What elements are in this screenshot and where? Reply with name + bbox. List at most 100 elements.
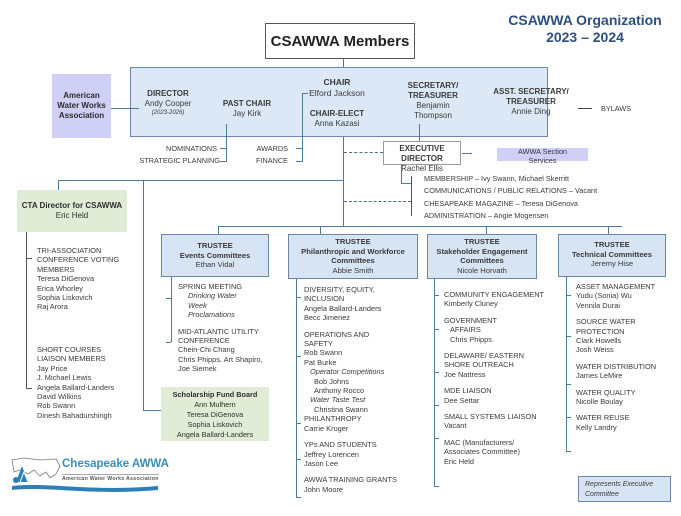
logo-name-text: Chesapeake AWWA — [62, 458, 169, 470]
list-line: Pat Burke — [304, 357, 337, 367]
scholarship-fund-box: Scholarship Fund Board Ann Mulhern Teres… — [161, 387, 269, 441]
philanthropic-committee-list: DIVERSITY, EQUITY, INCLUSION Angela Ball… — [304, 285, 397, 494]
list-line: MAC (Manufacturers/ — [444, 437, 515, 447]
chair-role: CHAIR — [323, 77, 351, 87]
connector — [26, 232, 27, 388]
connector — [220, 148, 226, 149]
strategic-planning-label: STRATEGIC PLANNING — [139, 156, 220, 165]
group-heading: LIAISON MEMBERS — [37, 354, 106, 364]
connector — [578, 108, 592, 109]
connector — [566, 417, 571, 418]
list-line: PHILANTHROPY — [304, 414, 362, 424]
services-line: Services — [528, 155, 557, 165]
list-line: Water Taste Test — [310, 395, 366, 405]
ed-item: CHESAPEAKE MAGAZINE – Teresa DiGenova — [424, 198, 578, 208]
connector — [566, 336, 571, 337]
list-line: Clark Howells — [576, 336, 622, 346]
connector — [608, 226, 609, 234]
secretary-block: SECRETARY/ TREASURER Benjamin Thompson — [400, 81, 466, 121]
cta-group-short-courses: SHORT COURSES LIAISON MEMBERS Jay Price … — [37, 345, 114, 420]
asst-secretary-role: ASST. SECRETARY/ — [493, 87, 569, 96]
cta-title: CTA Director for CSAWWA — [21, 201, 123, 210]
awwa-box: American Water Works Association — [52, 74, 111, 138]
list-line: Drinking Water — [188, 291, 237, 301]
events-committee-list: SPRING MEETING Drinking Water Week Procl… — [178, 282, 263, 374]
trustee-label: TRUSTEE — [464, 237, 500, 246]
list-line: SAFETY — [304, 339, 333, 349]
chair-elect-block: CHAIR-ELECT Anna Kazasi — [300, 109, 374, 129]
logo-graphic-icon — [11, 457, 158, 492]
list-line: DIVERSITY, EQUITY, — [304, 285, 375, 294]
trunk-connector — [343, 137, 344, 201]
member: Sophia Liskovich — [37, 293, 93, 303]
list-line: DELAWARE/ EASTERN — [444, 351, 524, 361]
connector — [166, 298, 171, 299]
connector — [343, 201, 344, 226]
trustee-committee: Technical Committees — [571, 249, 653, 259]
executive-committee-band — [130, 67, 548, 137]
awards-label: AWARDS — [256, 144, 289, 153]
connector — [111, 108, 139, 109]
chair-elect-role: CHAIR-ELECT — [309, 109, 365, 118]
connector — [401, 165, 402, 183]
connector — [566, 277, 567, 451]
list-line: Chris Phipps — [450, 334, 492, 344]
director-block: DIRECTOR Andy Cooper (2023-2026) — [138, 89, 198, 117]
connector — [171, 277, 172, 342]
list-line: AWWA TRAINING GRANTS — [304, 475, 397, 485]
list-line: MID-ATLANTIC UTILITY — [178, 326, 259, 336]
connector — [434, 329, 439, 330]
list-line: Rob Swann — [304, 348, 343, 358]
past-chair-block: PAST CHAIR Jay Kirk — [215, 99, 279, 119]
trustee-committee: Events Committees — [179, 250, 251, 260]
past-chair-name: Jay Kirk — [232, 109, 262, 118]
past-chair-role: PAST CHAIR — [222, 99, 272, 108]
connector — [166, 342, 171, 343]
group-heading: TRI-ASSOCIATION — [37, 246, 102, 255]
executive-director-box: EXECUTIVE DIRECTOR Rachel Ellis — [383, 141, 461, 173]
trustee-label: TRUSTEE — [335, 237, 371, 246]
connector — [26, 258, 32, 259]
director-name: Andy Cooper — [144, 99, 192, 108]
member: Teresa DiGenova — [186, 410, 244, 419]
member: Angela Ballard-Landers — [176, 430, 254, 439]
cta-group-tri-association: TRI-ASSOCIATION CONFERENCE VOTING MEMBER… — [37, 246, 119, 312]
list-line: John Moore — [304, 484, 344, 494]
connector — [296, 356, 301, 357]
connector — [434, 279, 435, 486]
cta-director-box: CTA Director for CSAWWA Eric Held — [17, 190, 127, 232]
list-line: Angela Ballard-Landers — [304, 303, 382, 313]
connector — [434, 372, 439, 373]
list-line: INCLUSION — [304, 294, 345, 304]
list-line: ASSET MANAGEMENT — [576, 282, 656, 291]
legend-line: Committee — [585, 490, 619, 498]
connector — [411, 176, 412, 216]
trustee-name: Ethan Vidal — [195, 260, 235, 270]
list-line: Week — [188, 300, 207, 310]
connector — [58, 180, 344, 181]
connector — [343, 59, 344, 67]
list-line: Joe Siemek — [178, 364, 217, 374]
list-line: Carrie Kruger — [304, 423, 349, 433]
trustee-label: TRUSTEE — [594, 240, 630, 249]
list-line: AFFAIRS — [450, 325, 481, 335]
executive-director-role: EXECUTIVE DIRECTOR — [399, 144, 445, 163]
secretary-name: Thompson — [414, 111, 452, 120]
chair-block: CHAIR Elford Jackson — [300, 77, 374, 98]
trustee-philanthropic-box: TRUSTEE Philanthropic and Workforce Comm… — [288, 234, 418, 279]
list-line: GOVERNMENT — [444, 315, 497, 325]
connector — [486, 226, 487, 234]
technical-committee-list: ASSET MANAGEMENT Yudu (Sonia) Wu Vennila… — [576, 282, 656, 432]
cta-name: Eric Held — [55, 211, 89, 220]
list-line: Jason Lee — [304, 458, 339, 468]
finance-label: FINANCE — [255, 156, 288, 165]
list-line: Operator Competitions — [310, 367, 385, 377]
list-line: COMMUNITY ENGAGEMENT — [444, 290, 545, 299]
asst-secretary-name: Annie Ding — [511, 107, 551, 116]
member: Raj Arora — [37, 302, 68, 312]
member: Ann Mulhern — [194, 400, 236, 409]
list-line: SHORE OUTREACH — [444, 360, 514, 370]
chesapeake-awwa-logo: Chesapeake AWWA American Water Works Ass… — [10, 456, 169, 496]
dashed-connector — [344, 201, 411, 202]
connector — [296, 423, 301, 424]
